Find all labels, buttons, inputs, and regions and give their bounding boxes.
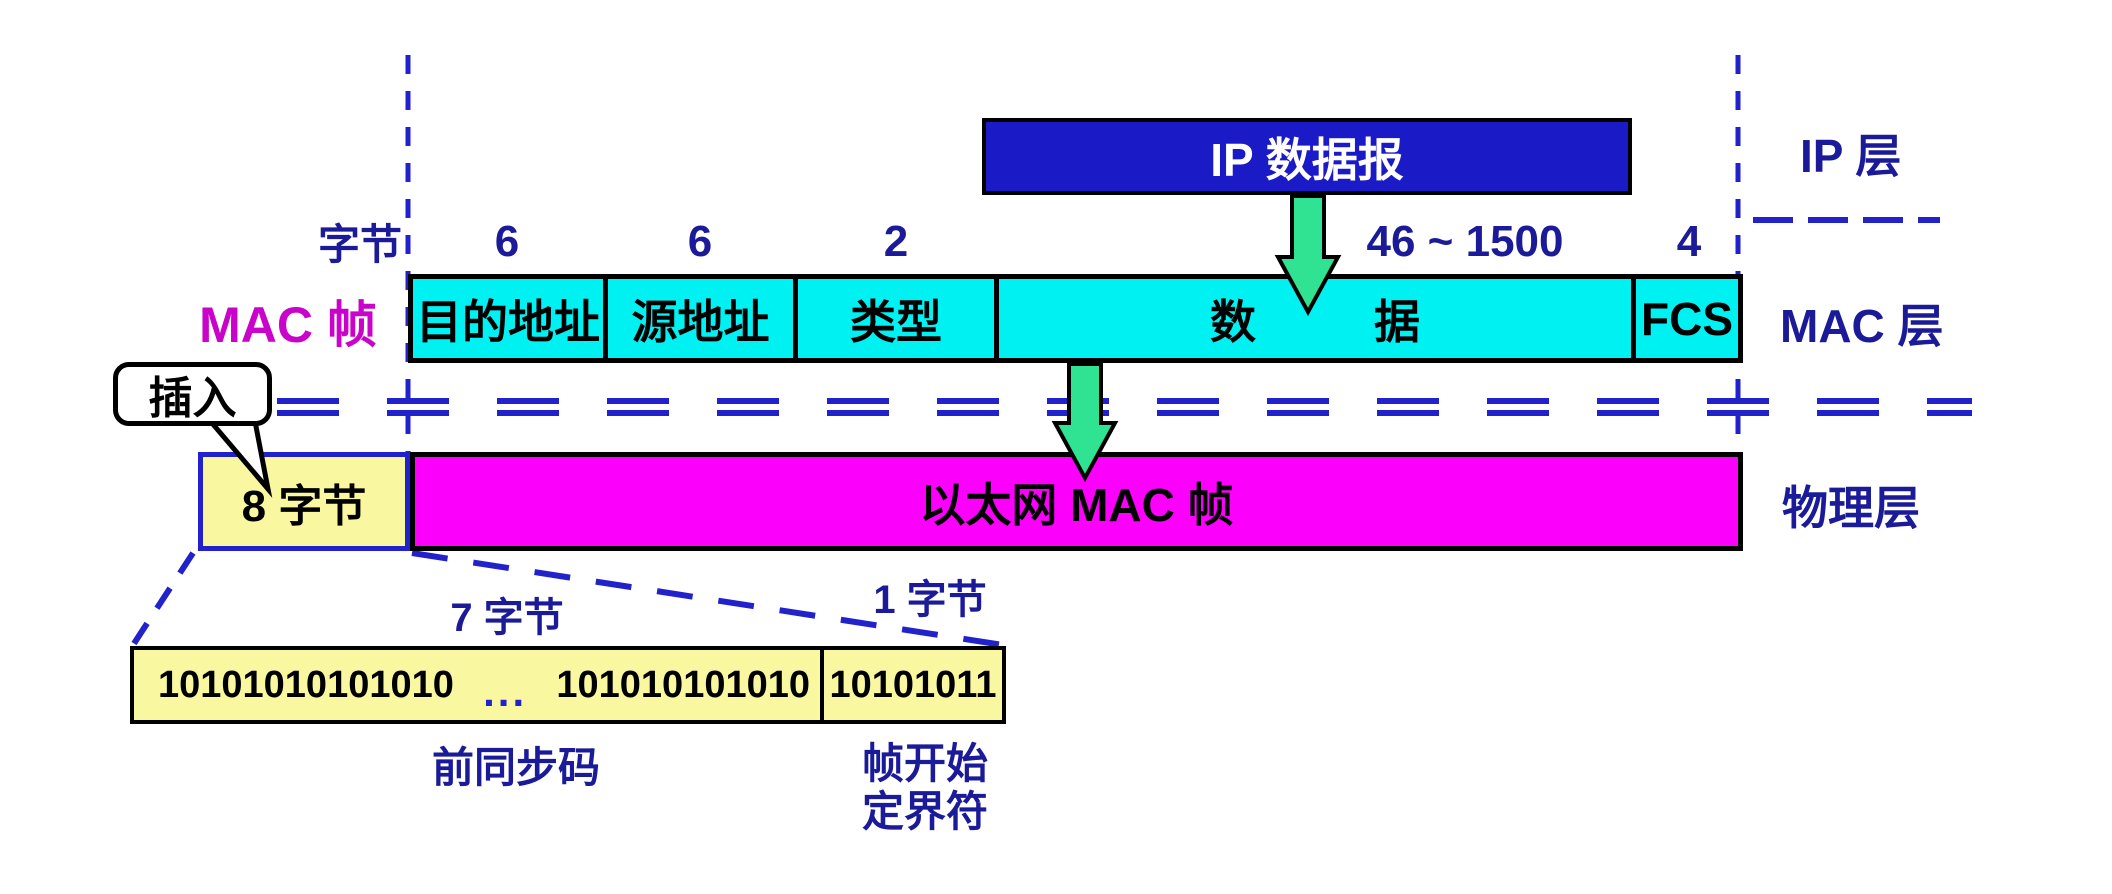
preamble-name-label: 前同步码	[431, 744, 600, 791]
ethernet-mac-frame-label: 以太网 MAC 帧	[919, 478, 1234, 531]
preamble-8-bytes-box: 8 字节	[198, 452, 410, 551]
bytecount-fcs: 4	[1676, 217, 1702, 266]
field-destination-address: 目的地址	[413, 279, 608, 358]
preamble-bits-right: 101010101010	[556, 663, 810, 706]
field-data-char-right: 据	[1374, 295, 1420, 348]
ethernet-mac-frame-box: 以太网 MAC 帧	[410, 452, 1743, 551]
bytecount-source: 6	[687, 217, 713, 266]
sfd-1-byte-label: 1 字节	[873, 578, 987, 622]
bytecount-type: 2	[883, 217, 909, 266]
sfd-name-line2: 定界符	[861, 788, 988, 835]
byte-unit-label: 字节	[317, 221, 402, 268]
mac-frame-row: 目的地址 源地址 类型 数 据 FCS	[408, 274, 1743, 363]
sfd-bits-cell: 10101011	[829, 663, 997, 706]
preamble-bits-cell: 10101010101010 ... 101010101010	[134, 650, 824, 720]
physical-layer-label: 物理层	[1782, 482, 1920, 534]
insert-callout-bubble: 插入	[113, 362, 272, 426]
ip-datagram-box: IP 数据报	[982, 118, 1632, 195]
mac-frame-label: MAC 帧	[199, 297, 377, 353]
field-data: 数 据	[999, 279, 1636, 358]
sfd-name-label: 帧开始 定界符	[775, 740, 1075, 836]
field-fcs: FCS	[1641, 292, 1733, 345]
bytecount-destination: 6	[494, 217, 520, 266]
preamble-expansion-row: 10101010101010 ... 101010101010 10101011	[130, 646, 1006, 724]
preamble-ellipsis: ...	[483, 668, 528, 715]
mac-layer-label: MAC 层	[1780, 300, 1944, 352]
sfd-name-line1: 帧开始	[861, 740, 988, 787]
preamble-bits-left: 10101010101010	[158, 663, 454, 706]
field-type: 类型	[798, 279, 999, 358]
preamble-7-bytes-label: 7 字节	[450, 596, 564, 640]
insert-label: 插入	[148, 374, 237, 423]
field-source-address: 源地址	[608, 279, 798, 358]
field-data-char-left: 数	[1210, 295, 1256, 348]
expansion-left-dashed-line	[130, 551, 196, 647]
ip-layer-label: IP 层	[1800, 130, 1902, 182]
bytecount-data: 46 ~ 1500	[1366, 217, 1564, 266]
ip-datagram-label: IP 数据报	[1210, 133, 1404, 186]
